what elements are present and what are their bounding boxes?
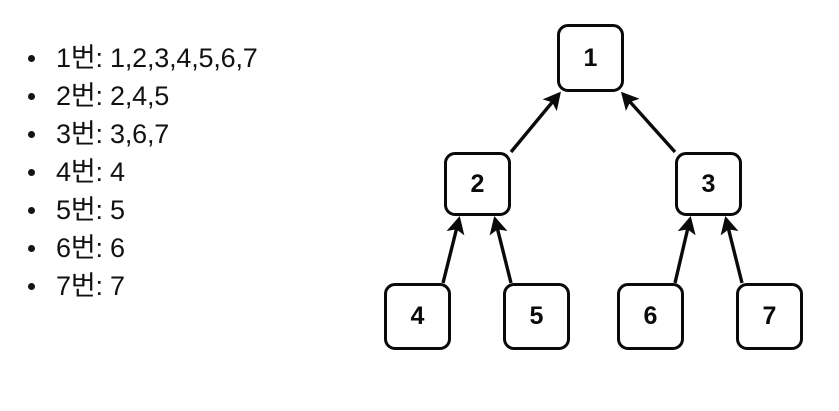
bullet-icon	[28, 92, 35, 100]
list-item: 6번: 6	[28, 231, 125, 265]
tree-node-6[interactable]: 6	[617, 283, 684, 350]
bullet-icon	[28, 54, 35, 62]
list-item-label: 4번: 4	[56, 157, 125, 187]
tree-node-label: 1	[583, 43, 598, 72]
edge-6-to-3	[673, 216, 696, 284]
bullet-icon	[28, 244, 35, 252]
edge-2-to-1	[509, 91, 561, 154]
tree-node-1[interactable]: 1	[557, 24, 624, 92]
tree-node-2[interactable]: 2	[444, 152, 511, 216]
tree-diagram: 1 2 3 4 5 6 7	[370, 0, 839, 411]
tree-node-label: 7	[762, 302, 777, 330]
list-item-label: 7번: 7	[56, 271, 125, 301]
list-item: 1번: 1,2,3,4,5,6,7	[28, 41, 258, 75]
edge-3-to-1	[620, 91, 677, 154]
tree-node-3[interactable]: 3	[675, 152, 742, 216]
list-item: 7번: 7	[28, 269, 125, 303]
edge-7-to-3	[720, 216, 744, 284]
tree-node-4[interactable]: 4	[384, 283, 451, 350]
list-item-label: 2번: 2,4,5	[56, 81, 170, 111]
tree-node-label: 4	[410, 302, 425, 330]
bullet-icon	[28, 282, 35, 290]
list-item: 5번: 5	[28, 193, 125, 227]
set-membership-list: 1번: 1,2,3,4,5,6,7 2번: 2,4,5 3번: 3,6,7 4번…	[0, 0, 360, 411]
list-item: 3번: 3,6,7	[28, 117, 169, 151]
tree-node-5[interactable]: 5	[503, 283, 570, 350]
list-item-label: 3번: 3,6,7	[56, 119, 170, 149]
tree-node-7[interactable]: 7	[736, 283, 803, 350]
bullet-icon	[28, 130, 35, 138]
edge-5-to-2	[489, 216, 513, 284]
tree-edges-layer	[441, 91, 744, 284]
tree-node-label: 5	[529, 302, 544, 330]
list-item: 2번: 2,4,5	[28, 79, 169, 113]
bullet-icon	[28, 168, 35, 176]
tree-node-label: 2	[470, 169, 485, 198]
list-item-label: 5번: 5	[56, 195, 125, 225]
list-item-label: 1번: 1,2,3,4,5,6,7	[56, 43, 258, 73]
list-item: 4번: 4	[28, 155, 125, 189]
edge-4-to-2	[441, 216, 465, 284]
tree-node-label: 3	[701, 169, 716, 198]
list-item-label: 6번: 6	[56, 233, 125, 263]
tree-node-label: 6	[643, 302, 658, 330]
bullet-icon	[28, 206, 35, 214]
